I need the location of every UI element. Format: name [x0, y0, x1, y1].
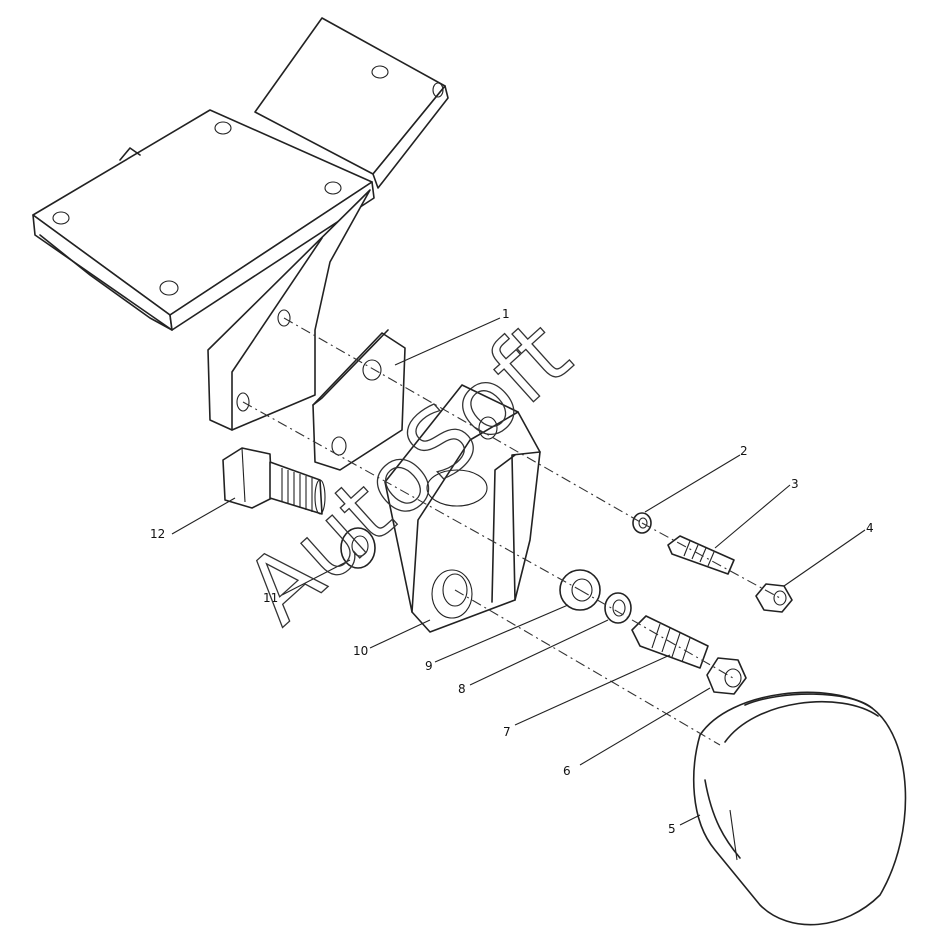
- callout-4: 4: [866, 521, 874, 535]
- callout-1: 1: [502, 307, 510, 321]
- callout-2: 2: [740, 444, 748, 458]
- callout-6: 6: [563, 764, 571, 778]
- tensioner-bracket: [384, 384, 541, 633]
- main-mounting-bracket: [32, 17, 449, 431]
- callout-9: 9: [425, 659, 433, 673]
- callout-leaders: [171, 317, 866, 826]
- assembly-centerlines: [242, 317, 781, 746]
- washer-11: [340, 527, 376, 569]
- nut-4: [755, 583, 793, 613]
- callout-8: 8: [458, 682, 466, 696]
- callout-3: 3: [791, 477, 799, 491]
- callout-12: 12: [150, 527, 165, 541]
- nut-6: [706, 657, 747, 695]
- callout-10: 10: [353, 644, 368, 658]
- pulley-5: [692, 691, 907, 926]
- callout-7: 7: [503, 725, 511, 739]
- spacer-plate: [312, 329, 406, 471]
- callout-11: 11: [263, 591, 278, 605]
- hex-bolt: [222, 447, 326, 515]
- callout-5: 5: [668, 822, 676, 836]
- washer-8: [604, 592, 632, 624]
